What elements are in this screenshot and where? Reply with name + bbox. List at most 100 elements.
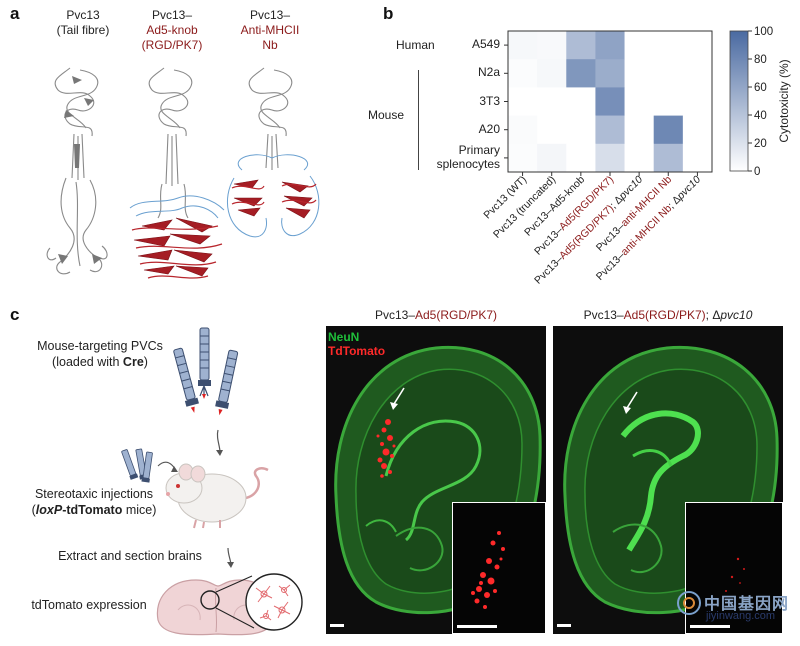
heatmap-cell-n2a-col4: [595, 59, 625, 88]
heatmap-cell-3t3-col4: [595, 87, 625, 116]
heatmap-cell-a20-col2: [537, 115, 567, 145]
colorbar-label: Cytotoxicity (%): [777, 59, 791, 142]
group-label-human: Human: [396, 38, 435, 52]
column-labels: Pvc13 (WT) Pvc13 (truncated) Pvc13–Ad5-k…: [481, 174, 703, 287]
colorbar-tick-label: 20: [754, 138, 767, 150]
flow-step-1-line1: Mouse-targeting PVCs: [37, 339, 163, 353]
heatmap-cell-3t3-col1: [508, 87, 538, 116]
heatmap-cell-a20-col3: [566, 115, 596, 145]
heatmap-cell-a549-col3: [566, 31, 596, 60]
heatmap-cell-n2a-col6: [653, 59, 684, 88]
watermark-url: jiyinwang.com: [706, 610, 776, 622]
structure-1-title: Pvc13 (Tail fibre): [38, 8, 128, 38]
heatmap-cell-a549-col4: [595, 31, 625, 60]
flow-step-1-text: Mouse-targeting PVCs (loaded with Cre): [20, 338, 180, 370]
ad5-knob-structure-image: [129, 67, 225, 279]
row-label-splenocytes: splenocytes: [436, 157, 500, 171]
inset-2-scale-bar: [690, 625, 730, 628]
row-label-n2a: N2a: [477, 65, 500, 79]
flow-step-2-text: Stereotaxic injections (loxP-tdTomato mi…: [14, 486, 174, 518]
flow-step-2-line2: (loxP-tdTomato mice): [31, 503, 157, 517]
heatmap-cell-primary-splenocytes-col3: [566, 143, 596, 173]
structure-2-line3: (RGD/PK7): [141, 38, 203, 52]
heatmap-cell-a549-col2: [537, 31, 567, 60]
heatmap-cell-a549-col7: [682, 31, 713, 60]
heatmap-cell-a549-col1: [508, 31, 538, 60]
inset-1-scale-bar: [457, 625, 497, 628]
heatmap-cell-primary-splenocytes-col6: [653, 143, 684, 173]
microscopy-image-2: [553, 326, 783, 634]
heatmap-cell-primary-splenocytes-col7: [682, 143, 713, 173]
structure-2-line2: Ad5-knob: [146, 23, 198, 37]
row-label-a549: A549: [471, 37, 500, 51]
heatmap-cell-3t3-col2: [537, 87, 567, 116]
row-label-3t3: 3T3: [479, 94, 500, 108]
structure-2-line1: Pvc13–: [151, 8, 193, 22]
heatmap-cell-a549-col5: [624, 31, 654, 60]
flow-arrow-1-icon: [216, 429, 223, 456]
flow-step-1-line2: (loaded with Cre): [52, 355, 148, 369]
inset-1-tdtomato-image: [471, 531, 505, 609]
heatmap-cell-a20-col7: [682, 115, 713, 145]
structure-1-line2: (Tail fibre): [56, 23, 110, 37]
row-label-a20: A20: [478, 122, 500, 136]
heatmap-cell-3t3-col6: [653, 87, 684, 116]
heatmap-cell-a20-col5: [624, 115, 654, 145]
cytotoxicity-heatmap: Pvc13 (WT) Pvc13 (truncated) Pvc13–Ad5-k…: [481, 26, 791, 287]
heatmap-cell-n2a-col5: [624, 59, 654, 88]
colorbar-ticks: 0 20 40 60 80 100: [748, 26, 773, 178]
colorbar-tick-label: 40: [754, 110, 767, 122]
heatmap-cell-a20-col1: [508, 115, 538, 145]
panel-b-label: b: [383, 4, 394, 23]
structure-3-title: Pvc13– Anti-MHCII Nb: [220, 8, 320, 53]
watermark: 中国基因网 jiyinwang.com: [676, 588, 800, 628]
flow-arrow-2-icon: [227, 547, 234, 568]
heatmap-cell-a20-col6: [653, 115, 684, 145]
panel-c-label: c: [10, 305, 20, 324]
heatmap-cell-primary-splenocytes-col2: [537, 143, 567, 173]
structure-3-line3: Nb: [262, 38, 278, 52]
flow-step-3-text: Extract and section brains: [58, 549, 202, 563]
mouse-group-bracket: [418, 70, 419, 170]
colorbar: [729, 30, 749, 172]
inset-2-tdtomato-image: [725, 557, 745, 592]
heatmap-cell-n2a-col3: [566, 59, 596, 88]
flow-step-2-line1: Stereotaxic injections: [34, 487, 154, 501]
colorbar-tick-label: 60: [754, 82, 767, 94]
panel-a-label: a: [10, 4, 20, 23]
colorbar-tick-label: 0: [754, 166, 760, 178]
pvc-particles-icon: [173, 327, 239, 416]
flow-step-4-text: tdTomato expression: [31, 598, 147, 612]
heatmap-cell-n2a-col7: [682, 59, 713, 88]
microscopy-image-1: NeuN TdTomato: [326, 326, 546, 634]
structure-3-line2: Anti-MHCII: [240, 23, 300, 37]
colorbar-tick-label: 100: [754, 26, 773, 38]
heatmap-cell-n2a-col2: [537, 59, 567, 88]
structure-1-line1: Pvc13: [66, 8, 100, 22]
scale-bar-1: [330, 624, 344, 627]
heatmap-cell-primary-splenocytes-col1: [508, 143, 538, 173]
legend-tdtomato: TdTomato: [328, 344, 386, 358]
heatmap-cell-3t3-col3: [566, 87, 596, 116]
image-2-title: Pvc13–Ad5(RGD/PK7); Δpvc10: [583, 308, 753, 322]
brain-section-illustration: [156, 573, 303, 636]
inset-2: [685, 502, 783, 634]
heatmap-cell-n2a-col1: [508, 59, 538, 88]
heatmap-ticks: [504, 44, 698, 176]
watermark-logo-icon: [677, 591, 701, 615]
colorbar-tick-label: 80: [754, 54, 767, 66]
heatmap-cell-3t3-col5: [624, 87, 654, 116]
heatmap-cell-primary-splenocytes-col5: [624, 143, 654, 173]
heatmap-cells: [508, 31, 713, 173]
legend-neun: NeuN: [328, 330, 360, 344]
image-1-title: Pvc13–Ad5(RGD/PK7): [374, 308, 498, 322]
structure-3-line1: Pvc13–: [249, 8, 291, 22]
tail-fibre-structure-image: [46, 67, 108, 275]
heatmap-cell-a549-col6: [653, 31, 684, 60]
heatmap-cell-3t3-col7: [682, 87, 713, 116]
row-label-primary: Primary: [458, 143, 500, 157]
scale-bar-2: [557, 624, 571, 627]
heatmap-cell-primary-splenocytes-col4: [595, 143, 625, 173]
group-label-mouse: Mouse: [368, 108, 405, 122]
heatmap-cell-a20-col4: [595, 115, 625, 145]
